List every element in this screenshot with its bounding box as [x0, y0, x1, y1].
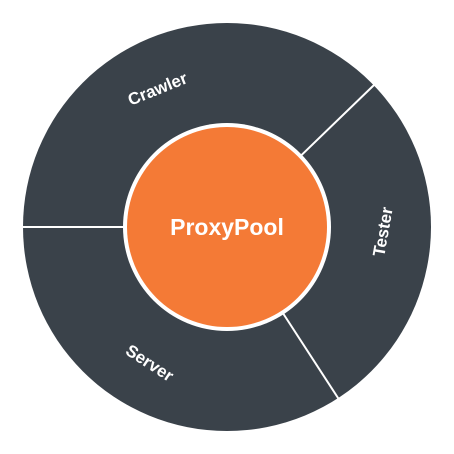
- separator-crawler-tester: [298, 83, 376, 159]
- center-label: ProxyPool: [170, 214, 284, 240]
- center-circle: [127, 127, 327, 327]
- separator-tester-server: [280, 310, 341, 401]
